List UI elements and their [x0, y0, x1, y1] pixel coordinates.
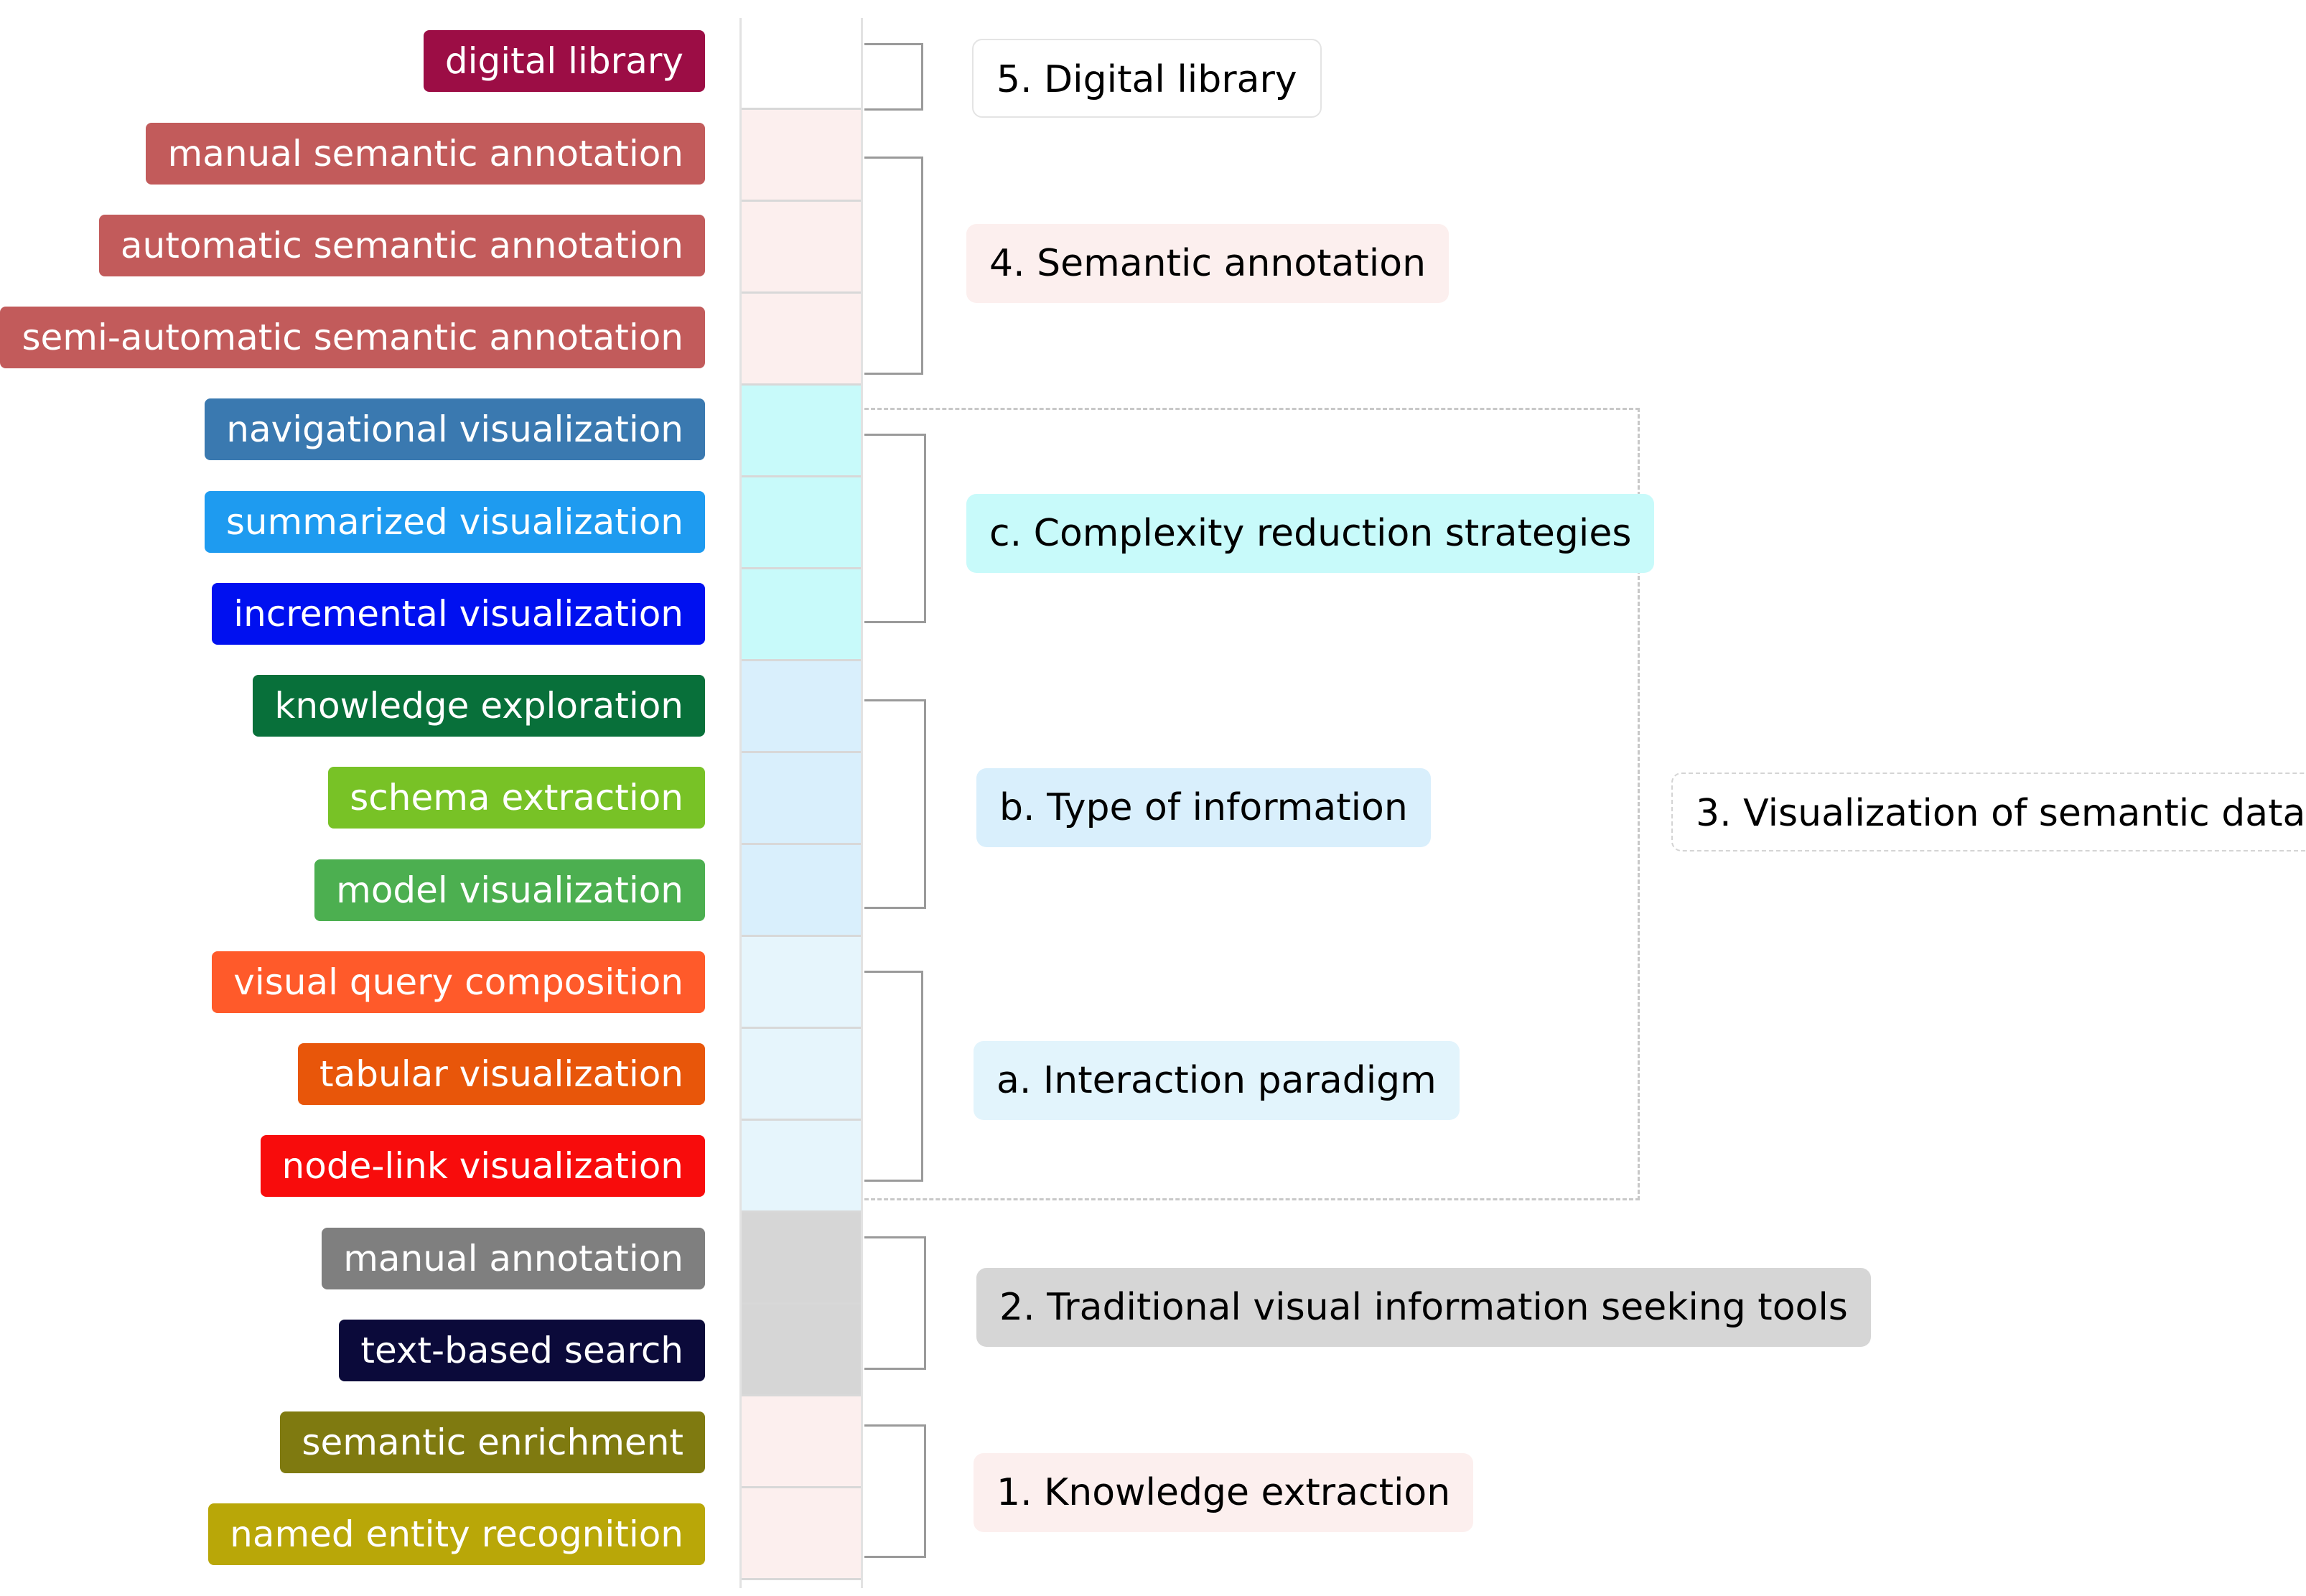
- column-cell: [739, 202, 863, 294]
- group-label-digital-library: 5. Digital library: [972, 39, 1322, 118]
- column-cell: [739, 1121, 863, 1213]
- bracket-traditional-tools: [864, 1236, 926, 1370]
- group-label-semantic-annotation: 4. Semantic annotation: [966, 224, 1450, 303]
- tag-digital-library[interactable]: digital library: [423, 30, 705, 92]
- tag-manual-annotation[interactable]: manual annotation: [322, 1228, 705, 1289]
- bracket-knowledge-extraction: [864, 1424, 926, 1558]
- column-cell: [739, 753, 863, 845]
- group-label-traditional-tools: 2. Traditional visual information seekin…: [976, 1268, 1871, 1347]
- column-cell: [739, 1396, 863, 1488]
- column-cell: [739, 477, 863, 569]
- column-cell: [739, 386, 863, 477]
- bracket-digital-library: [864, 43, 923, 111]
- column-cell: [739, 110, 863, 202]
- column-cell: [739, 569, 863, 661]
- bracket-type-of-information: [864, 699, 926, 909]
- bracket-interaction-paradigm: [864, 971, 923, 1182]
- column-cell: [739, 18, 863, 110]
- visualization-group-box: [864, 408, 1640, 1200]
- group-label-interaction-paradigm: a. Interaction paradigm: [974, 1041, 1460, 1120]
- tag-automatic-semantic-annotation[interactable]: automatic semantic annotation: [98, 215, 705, 276]
- tag-text-based-search[interactable]: text-based search: [339, 1320, 705, 1381]
- column-cell: [739, 1305, 863, 1396]
- group-label-type-of-information: b. Type of information: [976, 768, 1431, 847]
- tag-navigational-visualization[interactable]: navigational visualization: [205, 398, 705, 460]
- column-cell: [739, 661, 863, 753]
- tag-incremental-visualization[interactable]: incremental visualization: [212, 583, 705, 645]
- tag-knowledge-exploration[interactable]: knowledge exploration: [253, 675, 705, 737]
- tag-schema-extraction[interactable]: schema extraction: [328, 767, 705, 829]
- bracket-semantic-annotation: [864, 157, 923, 375]
- column-border: [739, 18, 863, 1588]
- tag-manual-semantic-annotation[interactable]: manual semantic annotation: [146, 123, 705, 185]
- tag-summarized-visualization[interactable]: summarized visualization: [204, 491, 705, 553]
- column-cell: [739, 1029, 863, 1121]
- column-cell: [739, 294, 863, 386]
- column-cell: [739, 1488, 863, 1580]
- column-cell: [739, 845, 863, 937]
- tag-visual-query-composition[interactable]: visual query composition: [212, 951, 705, 1013]
- tag-model-visualization[interactable]: model visualization: [314, 859, 705, 921]
- tag-node-link-visualization[interactable]: node-link visualization: [260, 1135, 705, 1197]
- tag-semantic-enrichment[interactable]: semantic enrichment: [280, 1411, 705, 1473]
- column-cell: [739, 1213, 863, 1305]
- group-label-visualization-semantic-data: 3. Visualization of semantic data: [1671, 773, 2306, 851]
- tag-tabular-visualization[interactable]: tabular visualization: [298, 1043, 705, 1105]
- group-label-complexity-reduction: c. Complexity reduction strategies: [966, 494, 1655, 573]
- column-cell: [739, 937, 863, 1029]
- bracket-complexity-reduction: [864, 434, 926, 623]
- tag-semi-automatic-semantic-annotation[interactable]: semi-automatic semantic annotation: [0, 307, 705, 368]
- tag-named-entity-recognition[interactable]: named entity recognition: [208, 1503, 705, 1565]
- group-label-knowledge-extraction: 1. Knowledge extraction: [974, 1453, 1474, 1532]
